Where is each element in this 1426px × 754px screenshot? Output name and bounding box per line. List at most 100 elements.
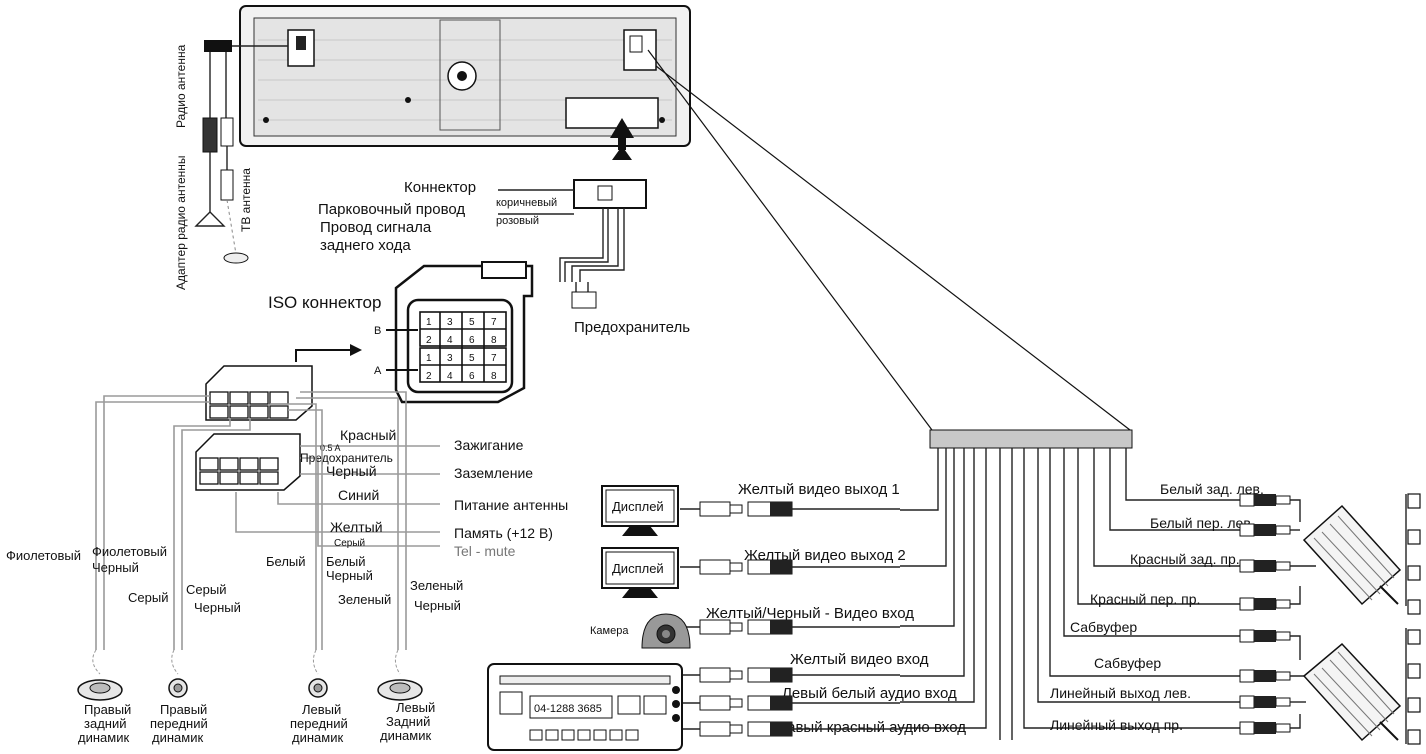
iso-row-b-label: B [374,325,381,337]
rca-plugs-right [1239,493,1316,735]
svg-text:5: 5 [469,317,475,328]
svg-text:3: 3 [447,353,453,364]
red-wire-label: Красный [340,427,396,443]
video-in-label: Желтый видео вход [790,651,929,668]
svg-text:2: 2 [426,371,432,382]
fuse-holder-icon [571,291,597,309]
fuse-label: Предохранитель [574,319,690,336]
svg-text:динамик: динамик [152,730,203,745]
svg-text:6: 6 [469,371,475,382]
svg-text:3: 3 [447,317,453,328]
speaker-front-right-icon [168,649,188,698]
white-black-wire-label-2: Черный [326,568,373,583]
amp-out-1-label: Белый зад. лев. [1160,481,1264,497]
video-in-camera-label: Желтый/Черный - Видео вход [706,605,914,622]
iso-row-a-label: A [374,365,382,377]
svg-text:динамик: динамик [380,728,431,743]
green-black-wire-label-2: Черный [414,598,461,613]
right-audio-in-label: Правый красный аудио вход [768,719,966,736]
tv-antenna-label: ТВ антенна [239,168,253,232]
reverse-wire-label-2: заднего хода [320,237,411,254]
antenna-power-label: Питание антенны [454,497,568,513]
white-wire-label: Белый [266,554,306,569]
iso-plug-blocks [195,365,313,491]
violet-black-wire-label-2: Черный [92,560,139,575]
tel-mute-label: Tel - mute [454,543,516,559]
reverse-wire-label-1: Провод сигнала [320,219,432,236]
amp-out-6-label: Сабвуфер [1094,655,1161,671]
grey-black-wire-label-1: Серый [186,582,226,597]
green-wire-label: Зеленый [338,592,391,607]
green-black-wire-label-1: Зеленый [410,578,463,593]
pink-wire-label: розовый [496,215,539,227]
yellow-wire-label: Желтый [330,519,383,535]
svg-text:динамик: динамик [78,730,129,745]
display-2-label: Дисплей [612,561,664,576]
dvd-unit-icon: 04-1288 3685 [487,663,683,751]
amp-out-5-label: Сабвуфер [1070,619,1137,635]
radio-antenna-adapter-label: Адаптер радио антенны [174,156,188,291]
svg-text:Правый: Правый [160,702,207,717]
speaker-wires: Фиолетовый Фиолетовый Черный Серый Серый… [6,391,463,650]
head-unit-rear [239,5,691,147]
svg-text:1: 1 [426,317,432,328]
speakers: Правый задний динамик Правый передний ди… [77,649,435,745]
speaker-outputs-right [1405,493,1421,745]
rca-plugs-left [680,501,900,737]
speaker-rear-right-icon [77,649,123,701]
svg-text:7: 7 [491,353,497,364]
violet-black-wire-label-1: Фиолетовый [92,544,167,559]
arrow-up-icon [610,118,634,138]
video-out-1-label: Желтый видео выход 1 [738,481,900,498]
ground-label: Заземление [454,465,533,481]
speaker-front-left-icon [308,649,328,698]
amp-out-2-label: Белый пер. лев. [1150,515,1255,531]
radio-antenna-label: Радио антенна [174,44,188,128]
iso-connector: 1 3 5 7 2 4 6 8 1 3 5 7 2 4 6 8 B A ISO … [268,261,534,404]
camera-label: Камера [590,625,629,637]
amplifier-1-icon [1302,504,1402,606]
arrow-right-icon [350,344,362,356]
connector-assembly: Коннектор Парковочный провод Провод сигн… [318,118,690,336]
display-1-label: Дисплей [612,499,664,514]
camera-icon: Камера [590,613,691,649]
svg-text:Левый: Левый [396,700,435,715]
svg-text:8: 8 [491,371,497,382]
svg-text:Левый: Левый [302,702,341,717]
ignition-label: Зажигание [454,437,524,453]
svg-text:5: 5 [469,353,475,364]
radio-antenna-plug-icon [204,40,232,52]
amp-out-4-label: Красный пер. пр. [1090,591,1200,607]
svg-text:4: 4 [447,335,453,346]
white-black-wire-label-1: Белый [326,554,366,569]
fuse-rating-label: 0.5 A [320,443,341,453]
memory-label: Память (+12 В) [454,525,553,541]
svg-text:Задний: Задний [386,714,430,729]
speaker-rear-left-icon [377,649,423,701]
amp-out-8-label: Линейный выход пр. [1050,717,1183,733]
amplifier-2-icon [1302,642,1402,742]
display-1-icon: Дисплей [601,485,679,536]
parking-wire-label: Парковочный провод [318,201,465,218]
svg-text:динамик: динамик [292,730,343,745]
rca-harness: Желтый видео выход 1 Желтый видео выход … [647,49,1264,740]
svg-text:Правый: Правый [84,702,131,717]
iso-socket-icon [565,97,659,129]
amp-out-3-label: Красный зад. пр. [1130,551,1240,567]
violet-wire-label: Фиолетовый [6,548,81,563]
antenna-assembly: Радио антенна Адаптер радио антенны ТВ а… [174,40,288,290]
radio-antenna-adapter-icon [194,211,226,227]
rca-breakout-bar [929,429,1133,449]
brown-wire-label: коричневый [496,197,557,209]
svg-text:7: 7 [491,317,497,328]
svg-text:1: 1 [426,353,432,364]
svg-text:2: 2 [426,335,432,346]
amp-out-7-label: Линейный выход лев. [1050,685,1191,701]
grey-speaker-wire-label: Серый [128,590,168,605]
svg-text:4: 4 [447,371,453,382]
svg-text:передний: передний [150,716,208,731]
grey-black-wire-label-2: Черный [194,600,241,615]
svg-text:задний: задний [84,716,126,731]
svg-text:8: 8 [491,335,497,346]
